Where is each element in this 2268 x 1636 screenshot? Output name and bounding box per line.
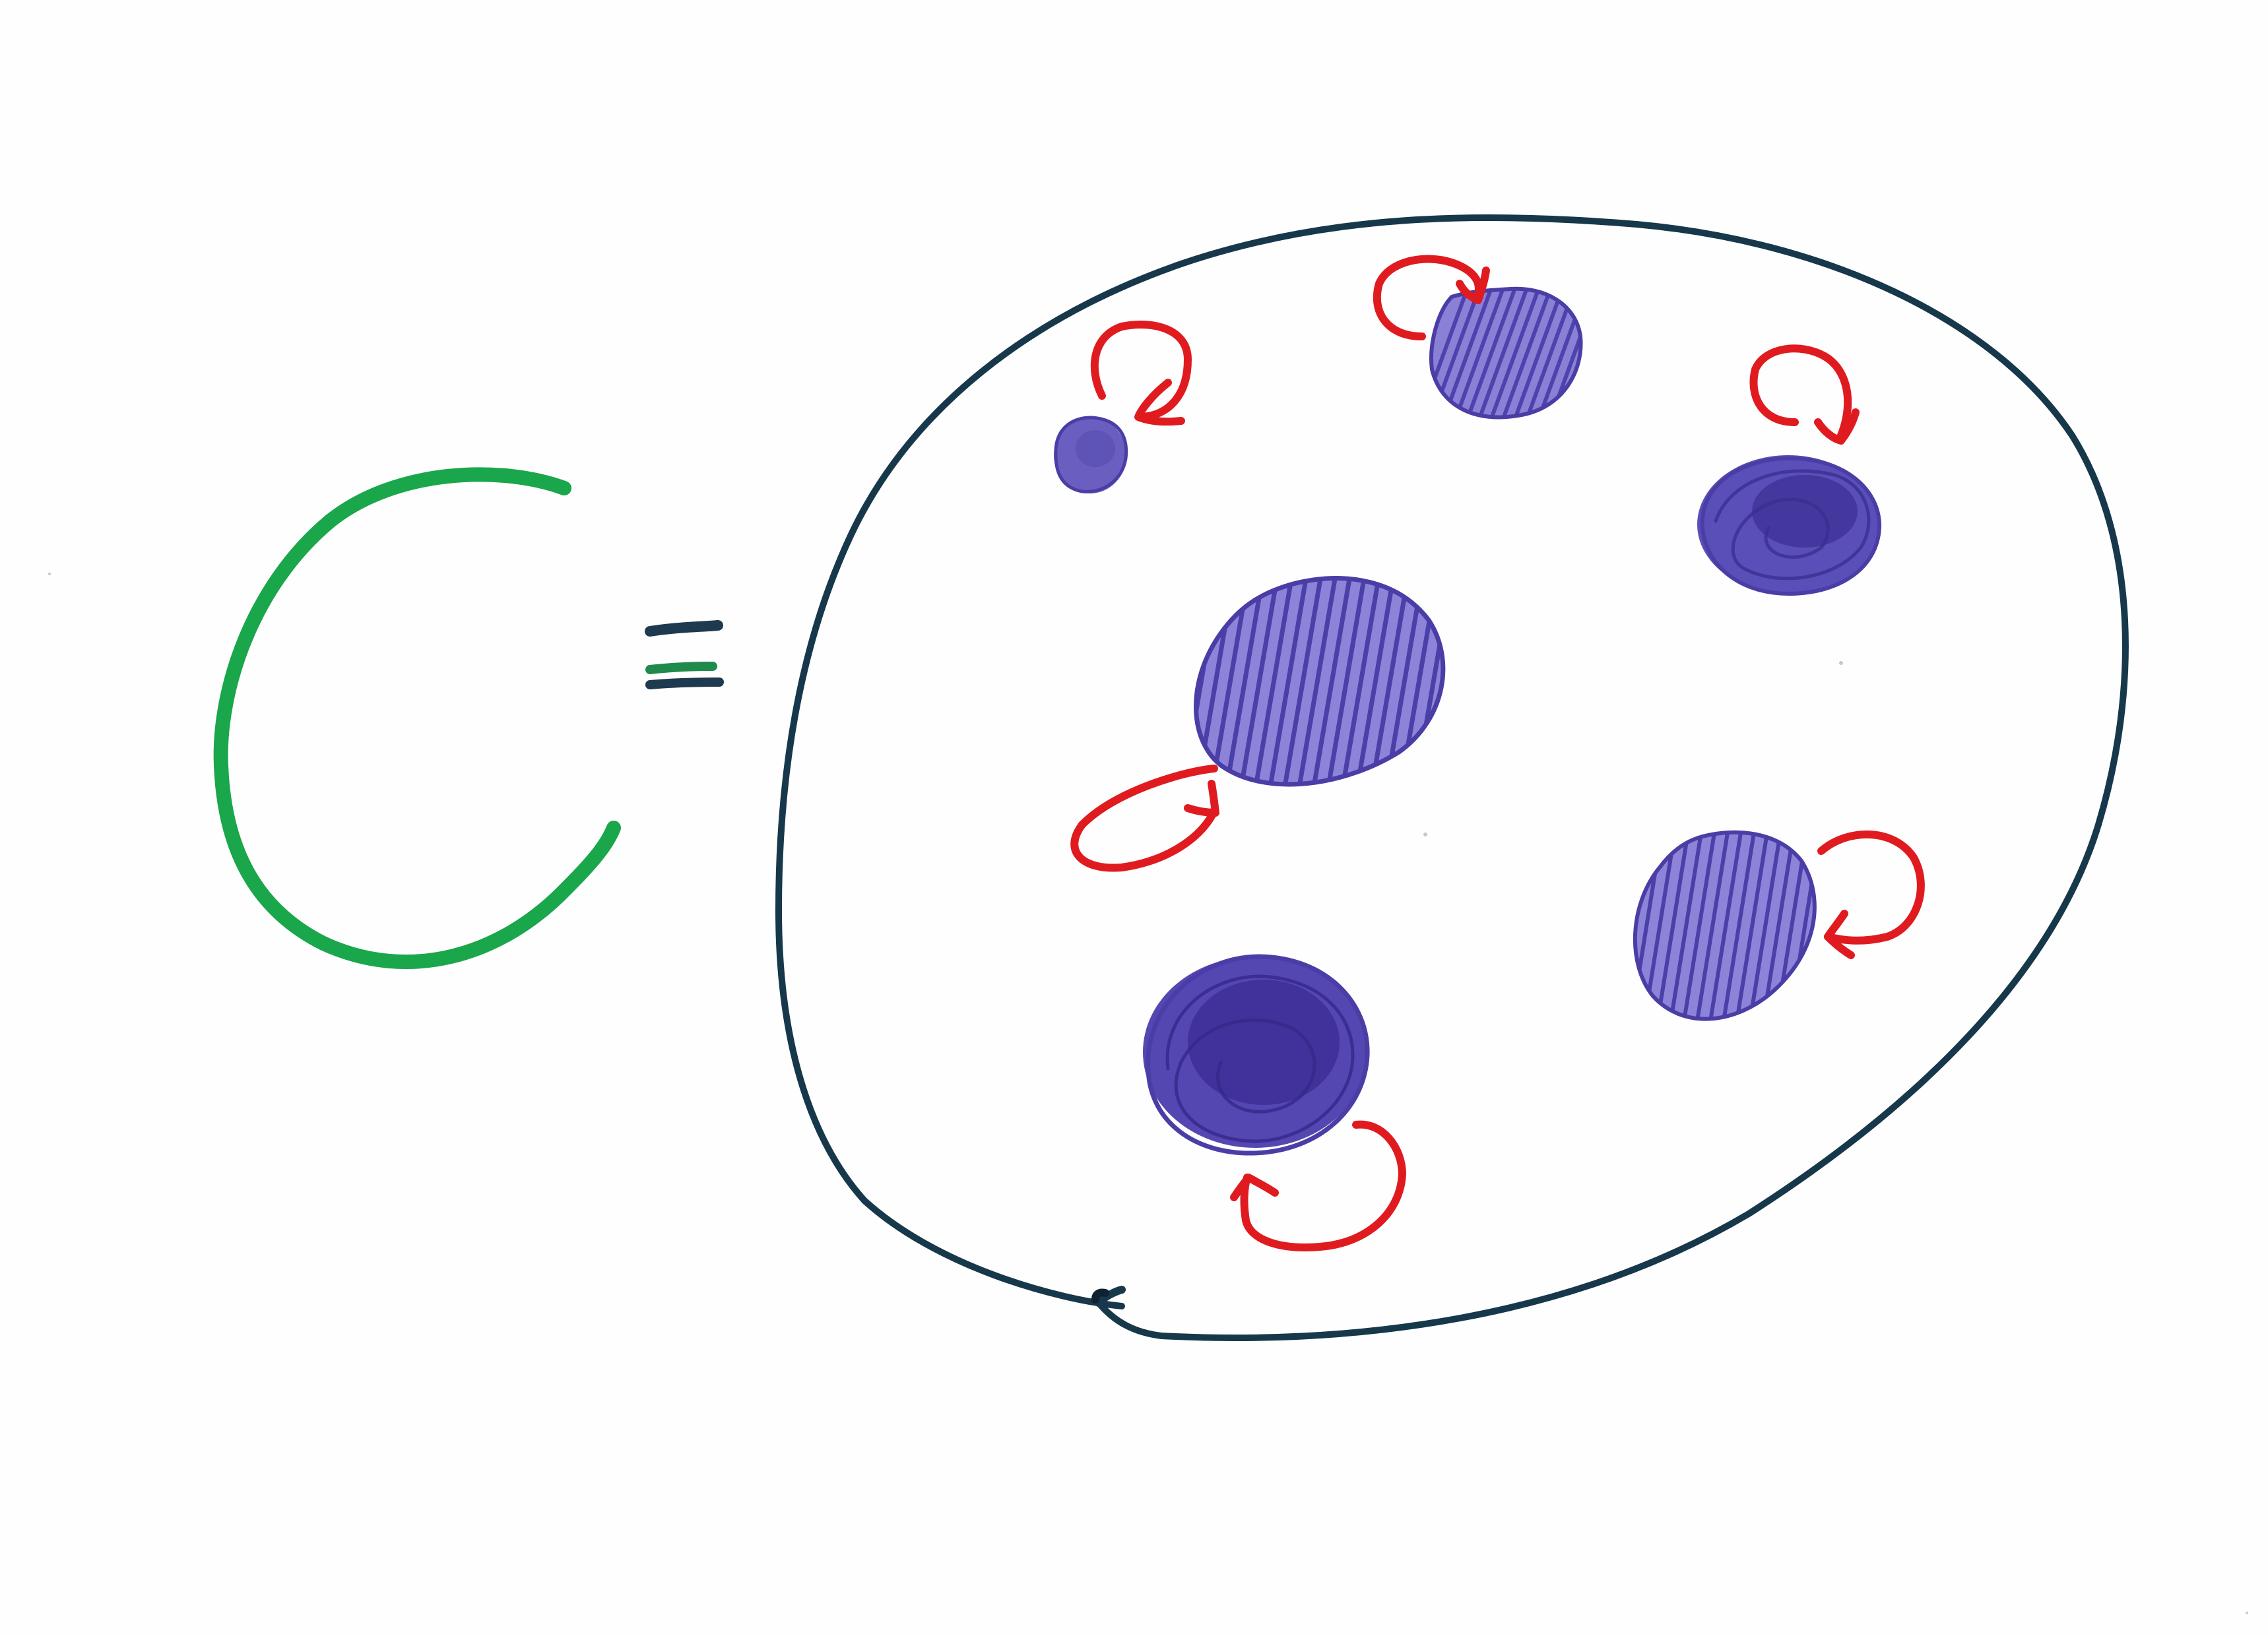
purple-blob-icon — [1194, 576, 1446, 787]
equals-sign-icon — [645, 620, 724, 689]
red-loop-arrow-icon — [1817, 831, 1925, 959]
red-loop-arrow-icon — [1373, 255, 1490, 340]
purple-blob-icon — [1697, 455, 1882, 596]
large-closed-boundary-icon — [775, 214, 2129, 1341]
red-loop-arrow-icon — [1749, 344, 1860, 445]
purple-blob-icon — [1054, 416, 1128, 493]
green-c-letter-icon — [213, 467, 621, 969]
red-loop-arrow-icon — [1070, 765, 1219, 872]
purple-blob-icon — [1633, 830, 1817, 1021]
purple-blob-icon — [1429, 286, 1583, 420]
red-loop-arrow-icon — [1230, 1120, 1406, 1251]
paper-speck — [48, 573, 2248, 1614]
purple-blob-icon — [1143, 954, 1370, 1156]
red-loop-arrow-icon — [1090, 321, 1192, 426]
